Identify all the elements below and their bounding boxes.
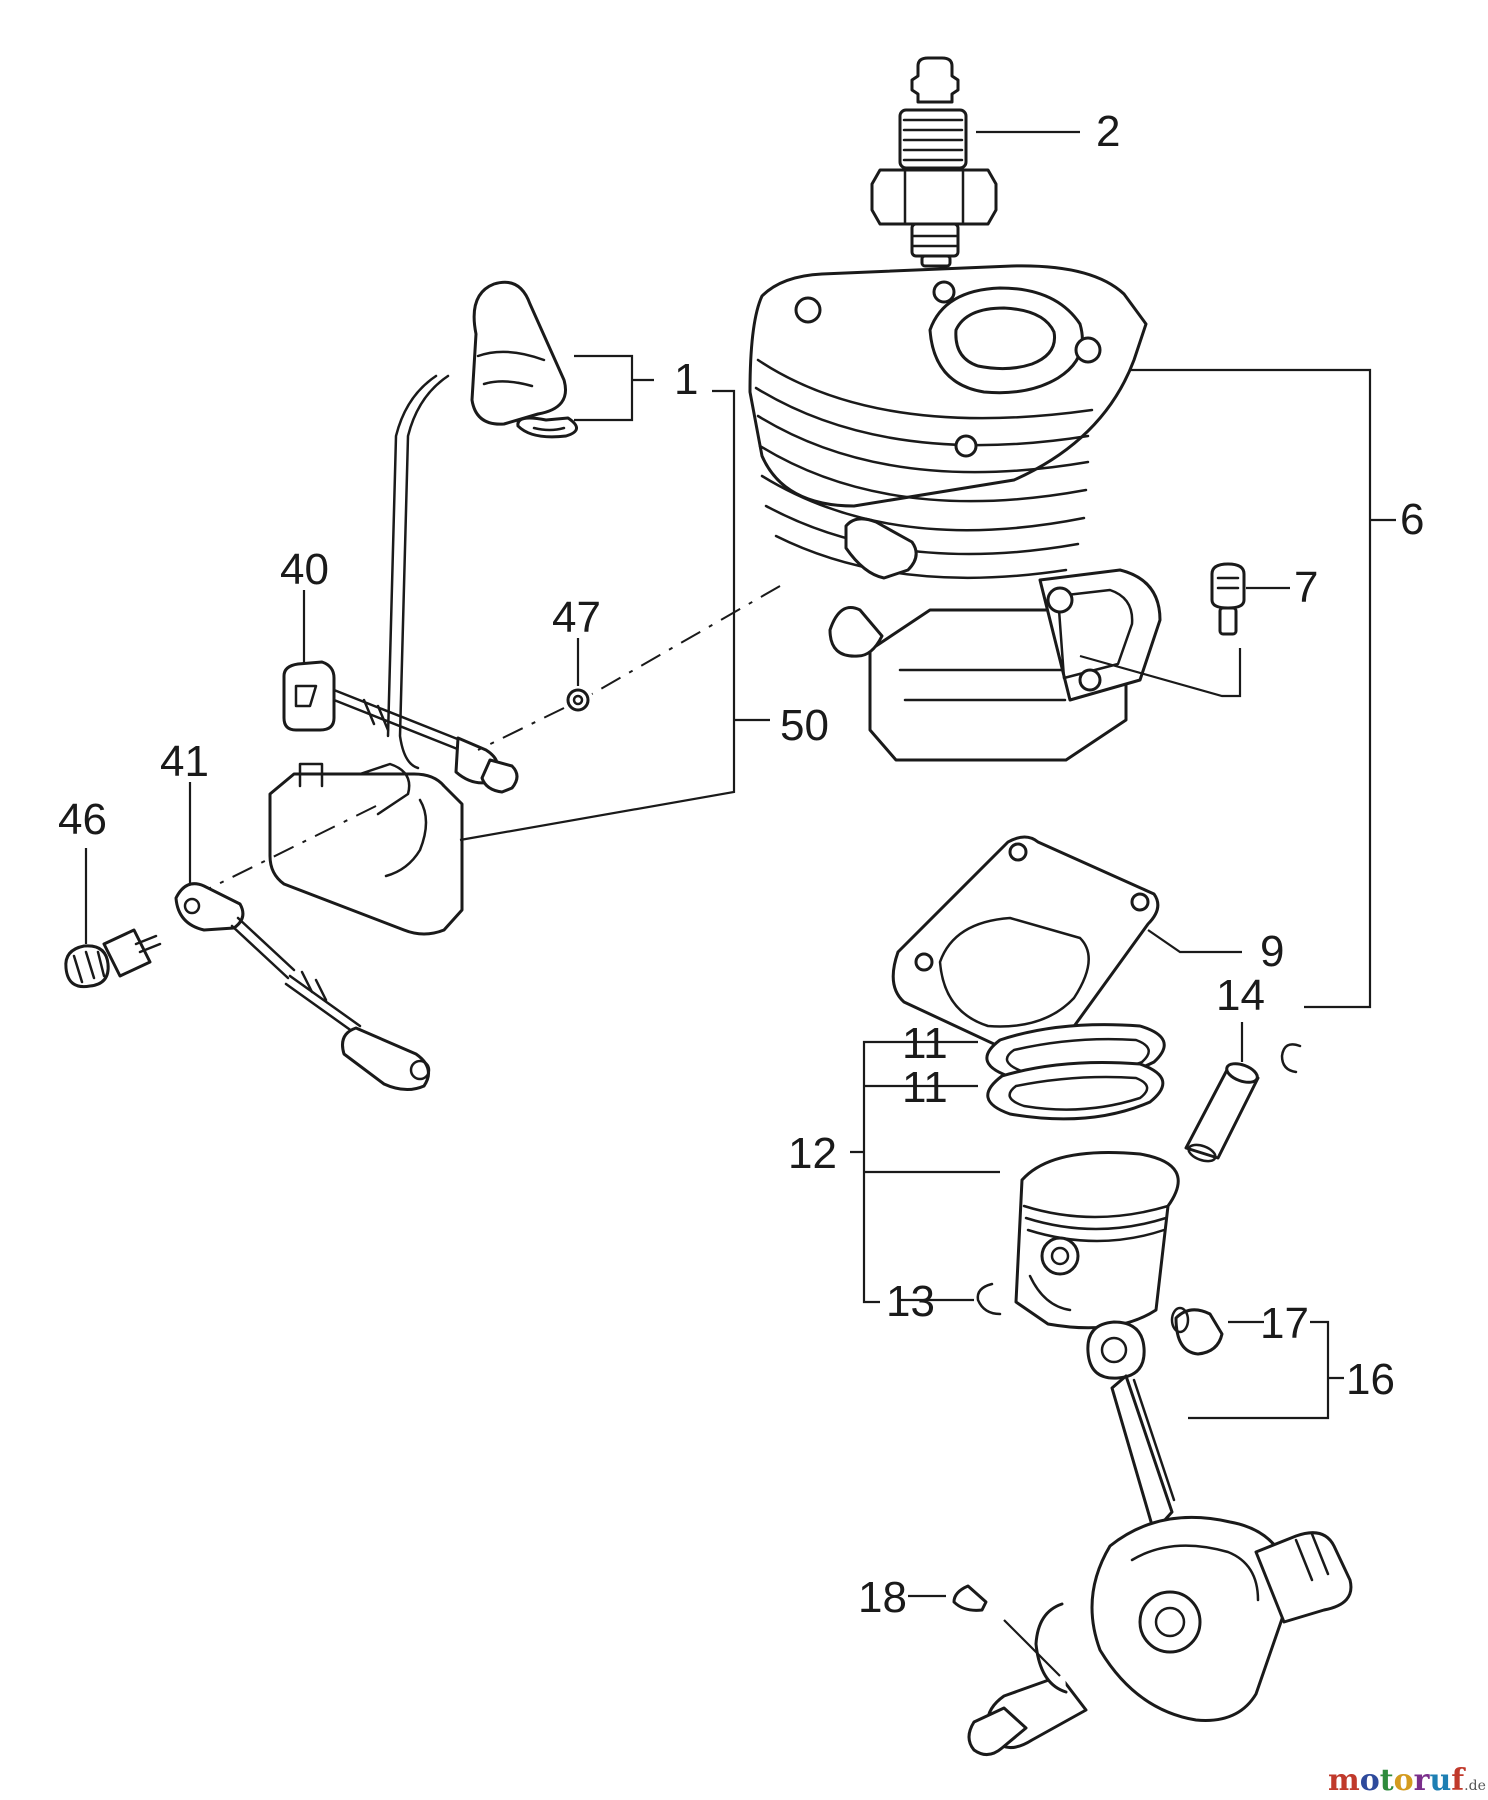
piston-ring bbox=[985, 1023, 1166, 1121]
lead-7-bolt bbox=[1079, 648, 1242, 698]
callout-17: 17 bbox=[1260, 1299, 1309, 1348]
callout-9: 9 bbox=[1260, 927, 1284, 976]
screw bbox=[64, 928, 162, 989]
callout-11a: 11 bbox=[902, 1019, 948, 1068]
callout-47: 47 bbox=[552, 593, 601, 642]
callout-1: 1 bbox=[674, 355, 698, 404]
callout-12: 12 bbox=[788, 1129, 837, 1178]
callout-18: 18 bbox=[858, 1573, 907, 1622]
callout-41: 41 bbox=[160, 737, 209, 786]
spark-plug bbox=[870, 56, 998, 268]
callout-46: 46 bbox=[58, 795, 107, 844]
connecting-rod bbox=[1086, 1320, 1176, 1534]
callout-16: 16 bbox=[1346, 1355, 1395, 1404]
callout-2: 2 bbox=[1096, 107, 1120, 156]
lead-12 bbox=[850, 1150, 1000, 1174]
ignition-coil bbox=[268, 280, 578, 936]
cylinder bbox=[748, 264, 1162, 762]
lead-6 bbox=[1130, 368, 1372, 1009]
lead-18-key bbox=[1003, 1619, 1061, 1677]
bolt bbox=[1210, 562, 1246, 636]
axis-washer bbox=[477, 585, 781, 751]
callout-11b: 11 bbox=[902, 1063, 948, 1112]
lead-9 bbox=[1147, 929, 1242, 954]
axis-screw bbox=[189, 805, 377, 899]
callout-7: 7 bbox=[1294, 563, 1318, 612]
piston-pin bbox=[1184, 1043, 1302, 1163]
callout-13: 13 bbox=[886, 1277, 935, 1326]
cylinder-gasket bbox=[891, 835, 1160, 1063]
watermark-logo: motoruf.de bbox=[1328, 1763, 1486, 1798]
ground-wire bbox=[174, 882, 431, 1091]
crankshaft bbox=[967, 1516, 1353, 1756]
needle-bearing bbox=[1170, 1306, 1224, 1356]
washer bbox=[566, 688, 590, 712]
callout-50: 50 bbox=[780, 701, 829, 750]
callout-40: 40 bbox=[280, 545, 329, 594]
lead-50 bbox=[459, 389, 770, 842]
svg-text:motoruf.de: motoruf.de bbox=[1328, 1763, 1486, 1798]
lead-1 bbox=[574, 354, 654, 422]
callout-14: 14 bbox=[1216, 971, 1265, 1020]
callout-6: 6 bbox=[1400, 495, 1424, 544]
woodruff-key bbox=[952, 1584, 988, 1612]
lead-16 bbox=[1188, 1320, 1344, 1420]
piston bbox=[1014, 1151, 1180, 1330]
circlip-13 bbox=[976, 1282, 1002, 1316]
terminal-wire bbox=[282, 660, 519, 794]
